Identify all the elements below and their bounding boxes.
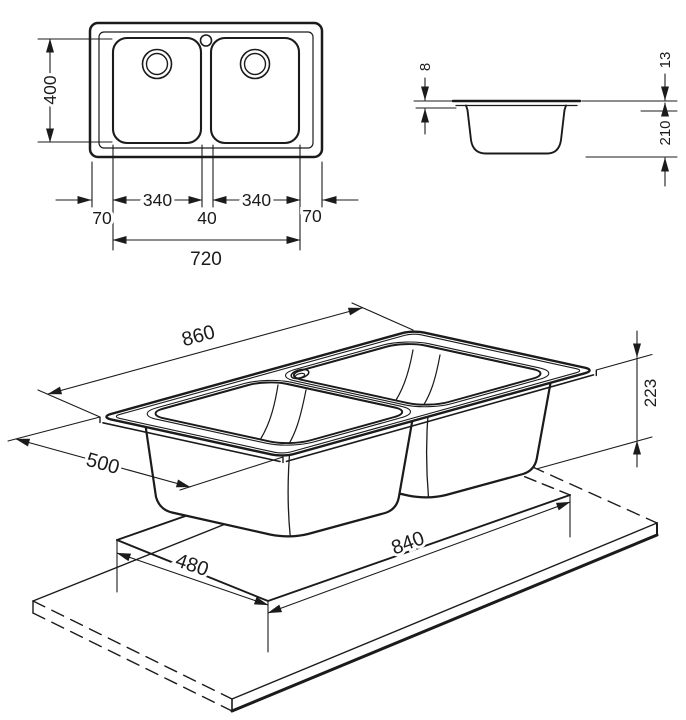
plan-left-bowl <box>111 36 203 145</box>
dim-340-left-label: 340 <box>143 190 172 210</box>
side-view: 8 13 210 <box>413 49 678 187</box>
dim-480-label: 480 <box>173 549 212 581</box>
dim-70-right-label: 70 <box>302 206 322 226</box>
plan-sink-outer-rim <box>88 21 324 159</box>
plan-extension-lines <box>91 144 323 251</box>
dim-70-left-label: 70 <box>92 208 112 228</box>
dim-40-label: 40 <box>197 208 217 228</box>
dim-500-label: 500 <box>84 449 122 479</box>
plan-tap-hole-icon <box>199 34 213 47</box>
side-bowl-outline <box>465 104 567 155</box>
dim-860-label: 860 <box>179 321 217 351</box>
plan-view: 400 340 340 70 40 70 720 <box>37 21 359 273</box>
iso-view: 860 500 223 840 480 <box>7 302 663 713</box>
iso-dim-223: 223 <box>537 330 663 470</box>
dim-8-label: 8 <box>417 63 434 71</box>
side-dim-13-210: 13 210 <box>581 49 678 187</box>
plan-dim-400: 400 <box>37 38 113 143</box>
dim-400-label: 400 <box>40 75 60 104</box>
dim-720-label: 720 <box>190 249 222 270</box>
plan-dim-row1: 340 340 70 40 70 <box>55 187 359 231</box>
plan-left-drain-icon <box>141 48 173 80</box>
dim-340-right-label: 340 <box>242 190 271 210</box>
plan-dim-720: 720 <box>112 236 301 273</box>
plan-right-drain-icon <box>239 48 271 80</box>
dim-223-label: 223 <box>641 379 660 407</box>
plan-right-drain-inner <box>243 52 267 76</box>
side-dim-8: 8 <box>413 60 457 135</box>
plan-left-drain-inner <box>145 52 169 76</box>
plan-right-bowl <box>209 36 301 145</box>
dim-210-label: 210 <box>657 120 674 145</box>
dim-13-label: 13 <box>657 52 674 69</box>
plan-sink-inner-rim <box>98 31 314 149</box>
dim-840-label: 840 <box>388 527 427 559</box>
